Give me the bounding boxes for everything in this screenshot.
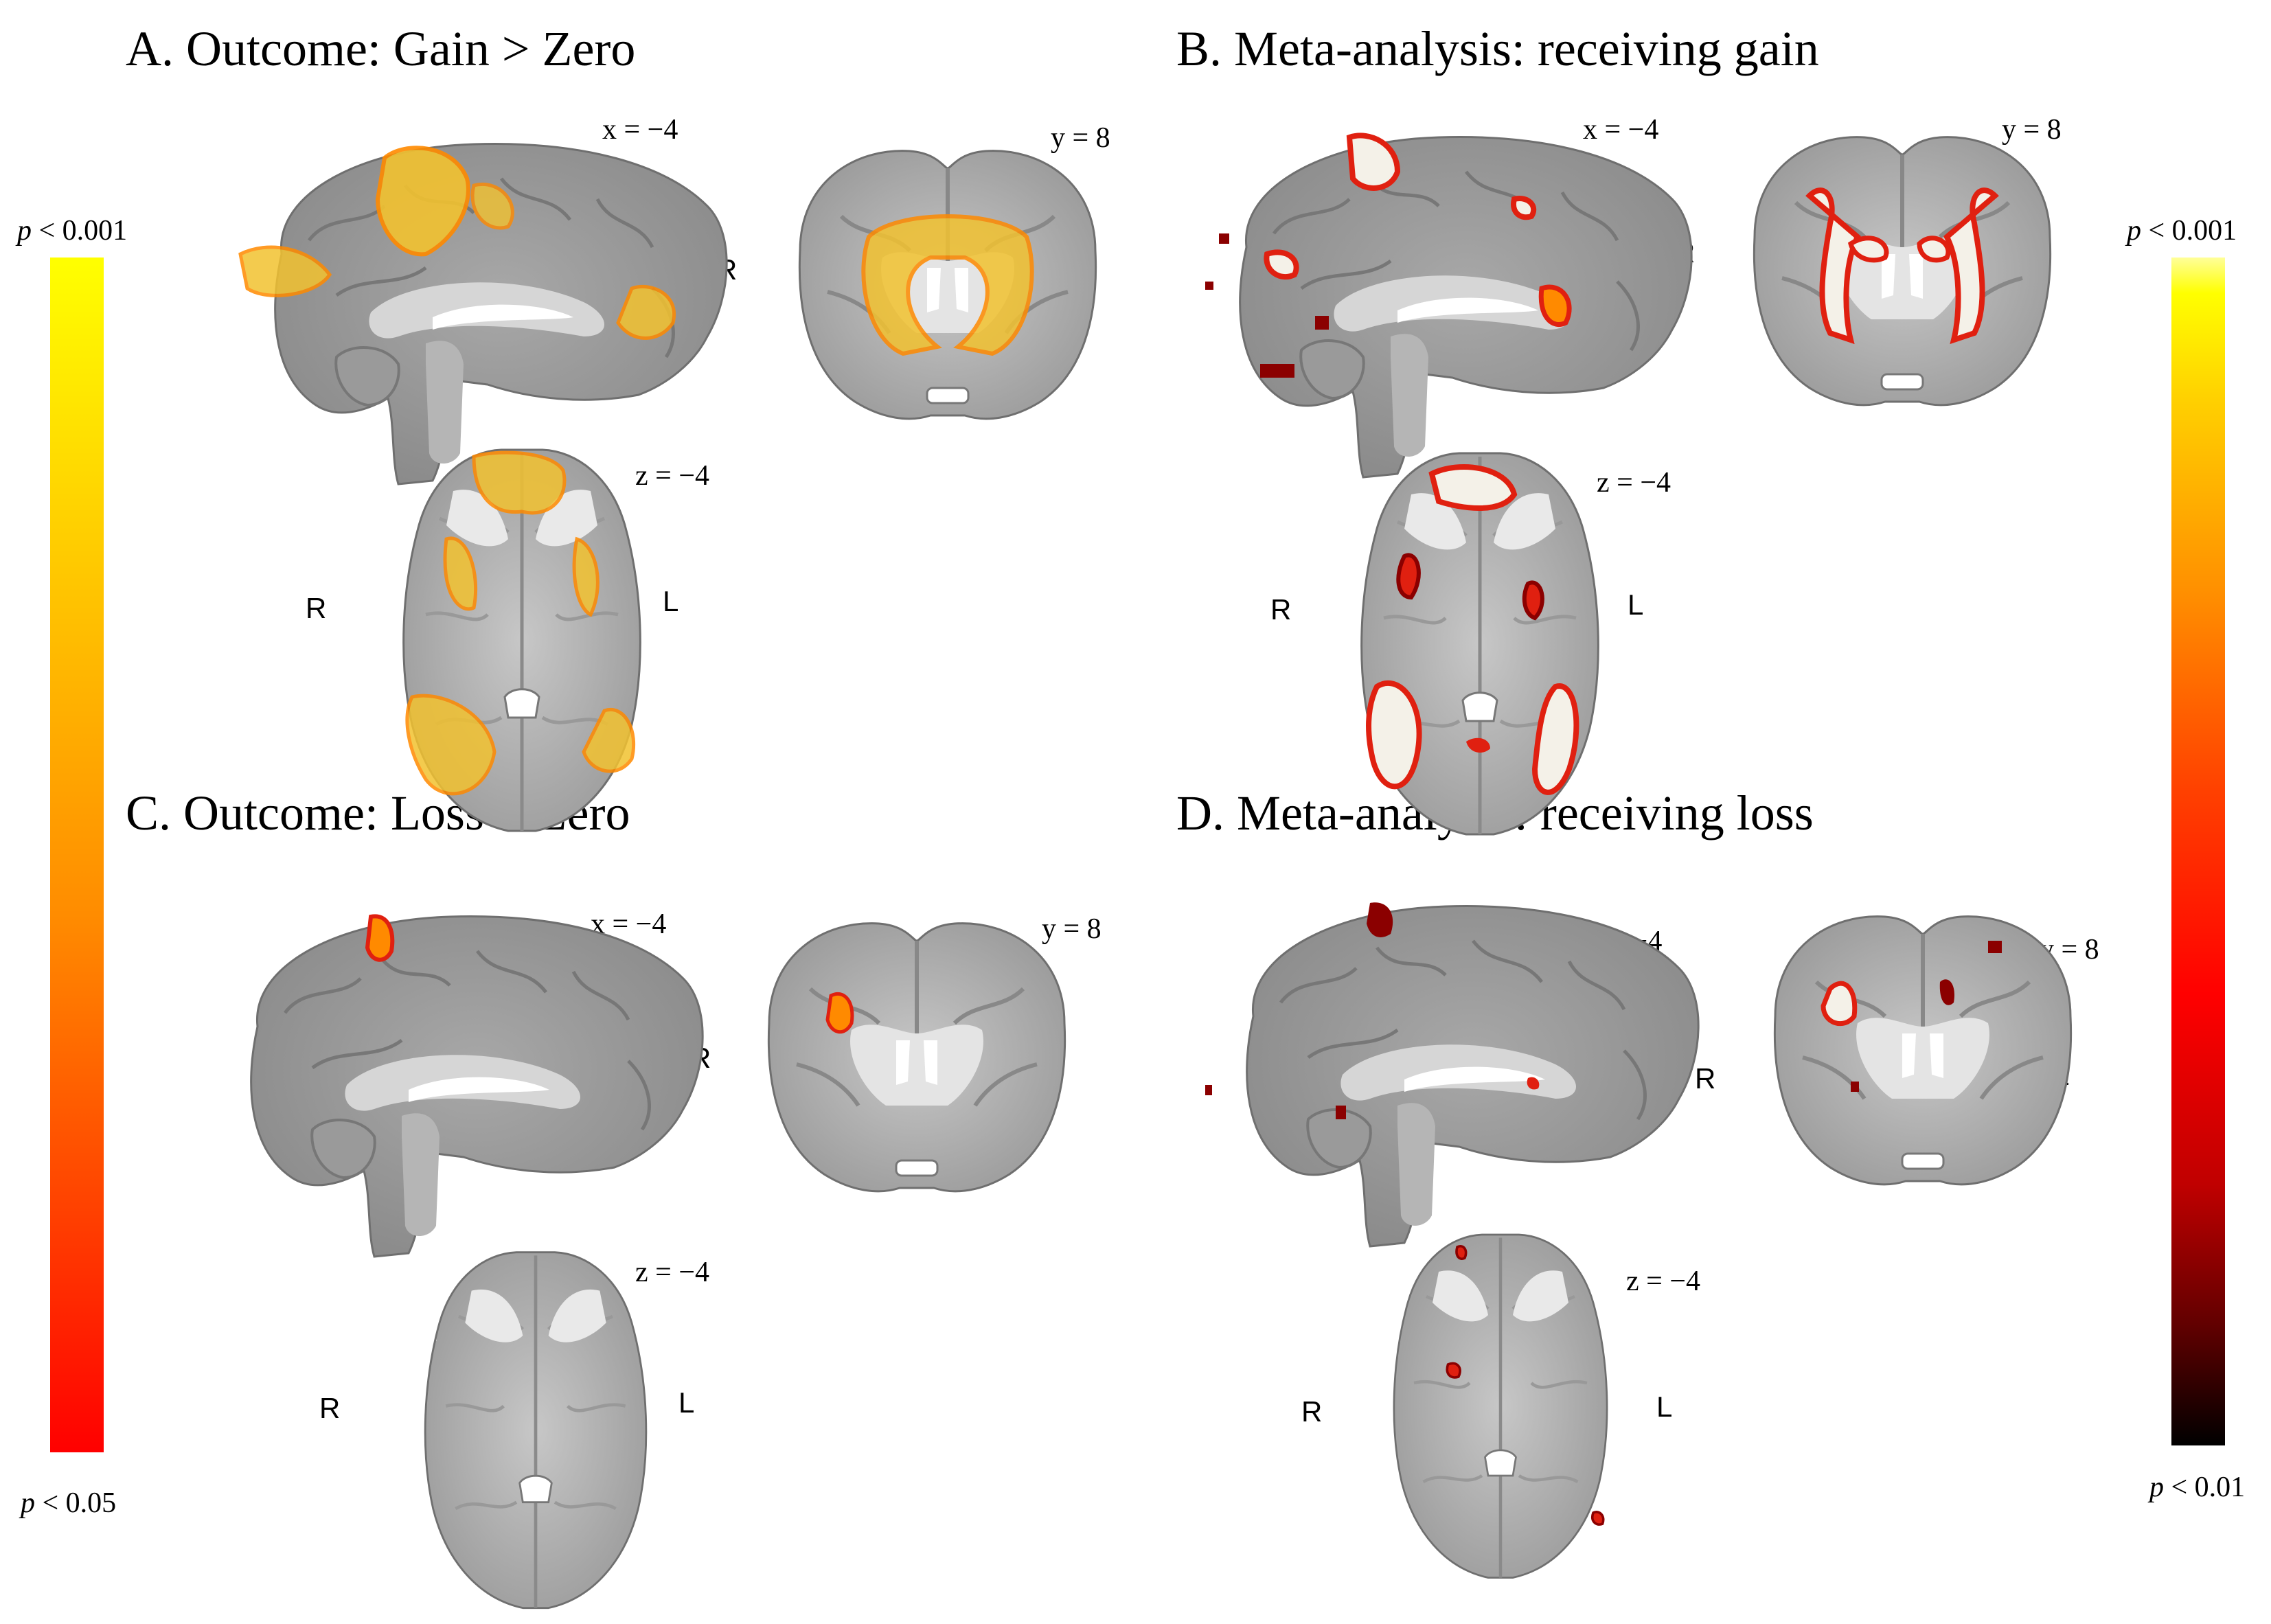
panel-a-axial-slice — [371, 436, 673, 848]
panel-b-axial-slice — [1329, 439, 1631, 851]
panel-d-z-label: z = −4 — [1626, 1266, 1701, 1297]
panel-c-y-label: y = 8 — [1042, 913, 1102, 945]
panel-b-sagittal-slice — [1205, 133, 1713, 488]
panel-b-y-label: y = 8 — [2002, 114, 2062, 146]
panel-a-x-label: x = −4 — [602, 114, 678, 146]
colorbar-right-bottom-label: p < 0.01 — [2149, 1472, 2246, 1503]
panel-b-x-label: x = −4 — [1583, 114, 1659, 146]
panel-c-axial-right-marker: R — [319, 1392, 341, 1424]
panel-b-axial-right-marker: R — [1270, 593, 1292, 626]
panel-b-coronal-slice — [1713, 127, 2091, 422]
colorbar-left-top-label: p < 0.001 — [17, 215, 128, 247]
panel-a-y-label: y = 8 — [1051, 122, 1110, 154]
panel-d-axial-left-marker: L — [1656, 1391, 1673, 1423]
panel-a-z-label: z = −4 — [635, 460, 710, 492]
panel-c-sagittal-slice — [203, 914, 724, 1267]
colorbar-right — [2171, 258, 2225, 1445]
panel-b-z-label: z = −4 — [1597, 467, 1671, 499]
panel-d-coronal-right-marker: R — [1695, 1062, 1716, 1095]
panel-d-sagittal-slice — [1205, 902, 1720, 1257]
panel-d-axial-slice — [1363, 1222, 1638, 1593]
panel-a-sagittal-slice — [238, 137, 749, 494]
panel-d-axial-right-marker: R — [1301, 1395, 1323, 1428]
colorbar-right-top-label: p < 0.001 — [2127, 215, 2237, 247]
panel-b-axial-left-marker: L — [1628, 588, 1644, 621]
colorbar-left — [50, 258, 104, 1452]
colorbar-left-bottom-label: p < 0.05 — [21, 1487, 117, 1519]
panel-a-axial-right-marker: R — [306, 592, 327, 624]
panel-c-coronal-slice — [728, 913, 1106, 1209]
panel-a-coronal-slice — [759, 141, 1137, 436]
panel-c-axial-left-marker: L — [678, 1386, 695, 1419]
panel-c-z-label: z = −4 — [635, 1257, 710, 1288]
panel-b-title: B. Meta-analysis: receiving gain — [1176, 21, 1819, 76]
panel-a-axial-left-marker: L — [663, 585, 679, 617]
panel-c-axial-slice — [385, 1239, 687, 1624]
panel-d-coronal-slice — [1734, 906, 2112, 1202]
panel-a-title: A. Outcome: Gain > Zero — [126, 21, 636, 76]
